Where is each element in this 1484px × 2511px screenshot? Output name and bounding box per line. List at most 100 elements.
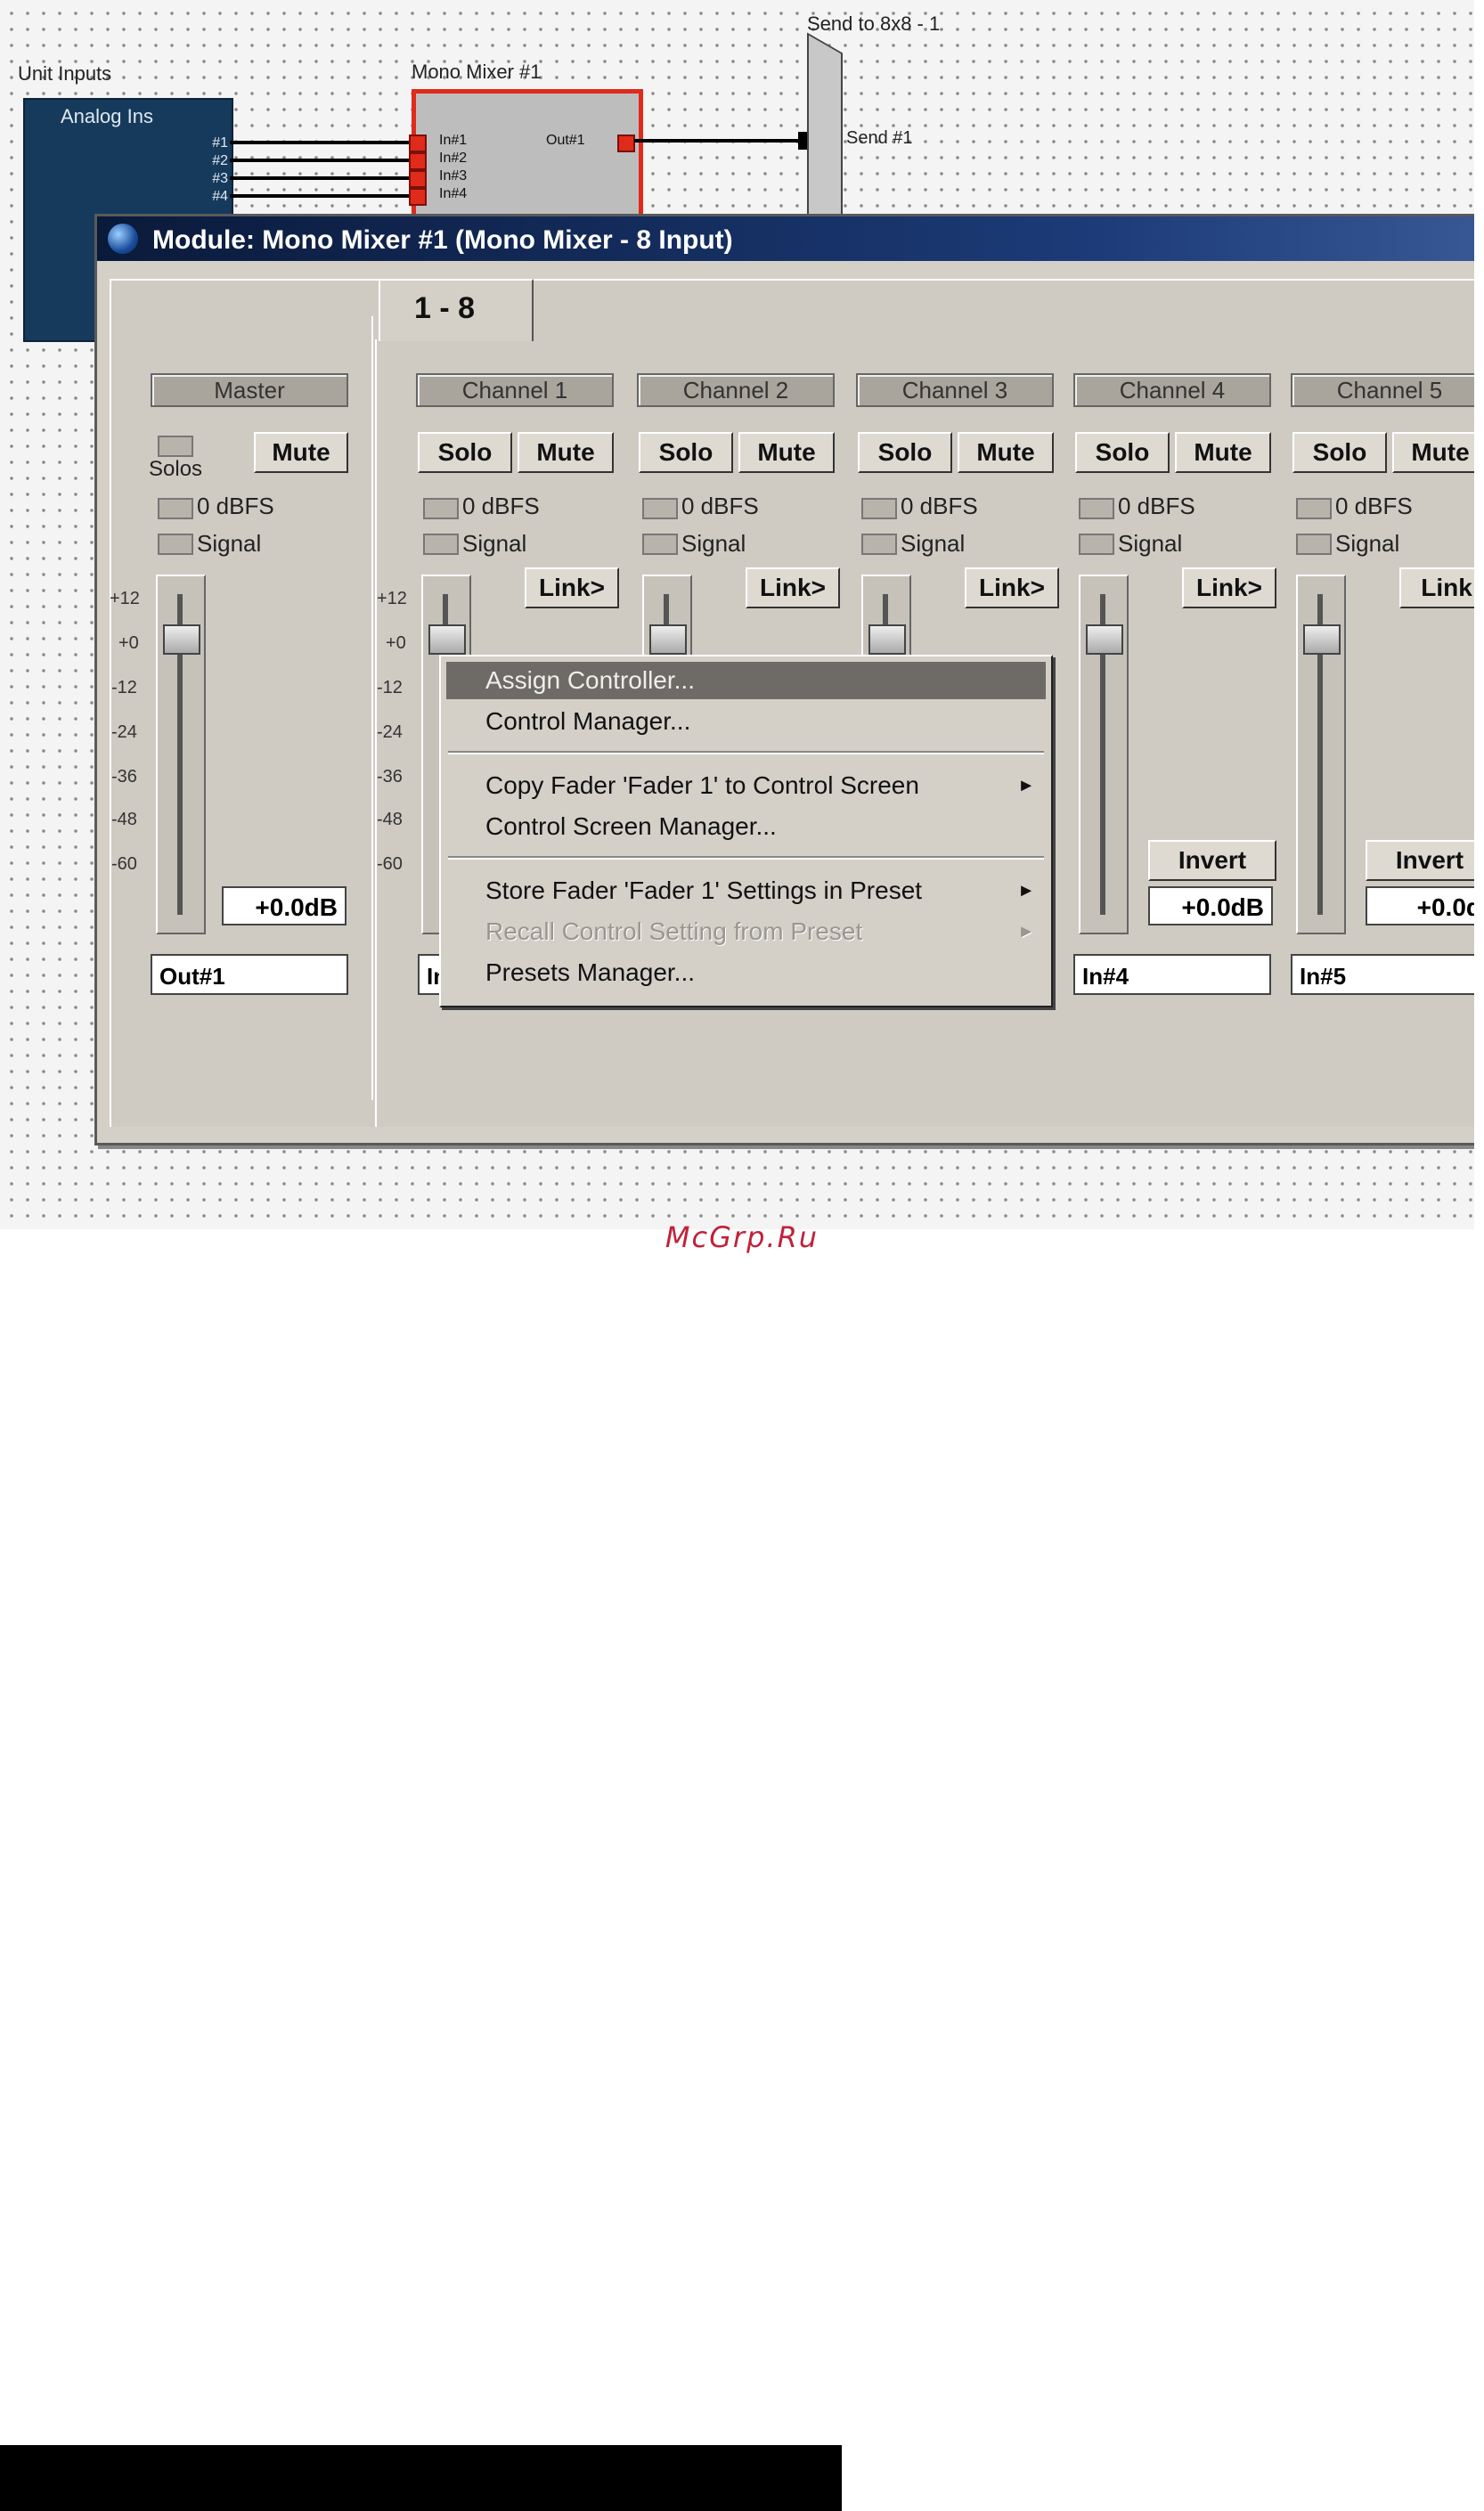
wire: [634, 139, 812, 143]
menu-item-copy-fader[interactable]: Copy Fader 'Fader 1' to Control Screen►: [446, 767, 1046, 804]
input-port[interactable]: [409, 188, 427, 206]
fader-slot: [1317, 594, 1323, 915]
module-window[interactable]: Module: Mono Mixer #1 (Mono Mixer - 8 In…: [94, 214, 1474, 1145]
dbfs-led: [861, 498, 897, 519]
channel-3-solo-button[interactable]: Solo: [858, 432, 952, 473]
signal-label: Signal: [681, 530, 746, 557]
scale-tick: +12: [110, 589, 140, 608]
channel-4-label: Channel 4: [1073, 373, 1271, 407]
menu-item-control-manager[interactable]: Control Manager...: [446, 703, 1046, 740]
signal-label: Signal: [1335, 530, 1400, 557]
channel-5-solo-button[interactable]: Solo: [1292, 432, 1387, 473]
fader-cap[interactable]: [1086, 624, 1123, 655]
channel-5-value[interactable]: +0.0d: [1366, 886, 1474, 925]
context-menu: Assign Controller... Control Manager... …: [439, 655, 1053, 1007]
scale-tick: +0: [118, 633, 139, 653]
mixer-input-label: In#4: [439, 186, 468, 201]
input-port[interactable]: [409, 170, 427, 188]
menu-item-presets-manager[interactable]: Presets Manager...: [446, 954, 1046, 991]
signal-label: Signal: [197, 530, 262, 557]
master-value[interactable]: +0.0dB: [222, 886, 347, 925]
channel-1-mute-button[interactable]: Mute: [518, 432, 614, 473]
send-module-shape[interactable]: [807, 32, 843, 244]
menu-separator: [448, 751, 1044, 754]
menu-item-control-screen-manager[interactable]: Control Screen Manager...: [446, 808, 1046, 845]
master-mute-button[interactable]: Mute: [254, 432, 348, 473]
dbfs-label: 0 dBFS: [901, 493, 978, 519]
channel-1-label: Channel 1: [416, 373, 614, 407]
fader-cap[interactable]: [428, 624, 466, 655]
channel-4-name-field[interactable]: In#4: [1073, 954, 1271, 995]
channel-4-solo-button[interactable]: Solo: [1075, 432, 1170, 473]
channel-4-invert-button[interactable]: Invert: [1148, 840, 1276, 881]
channel-4-mute-button[interactable]: Mute: [1175, 432, 1271, 473]
mixer-input-label: In#3: [439, 168, 468, 183]
signal-led: [642, 534, 678, 555]
dbfs-led: [1079, 498, 1114, 519]
wire: [230, 176, 417, 180]
channel-5-fader[interactable]: [1296, 575, 1346, 934]
channel-4-fader[interactable]: [1079, 575, 1129, 934]
channel-3-link-button[interactable]: Link>: [965, 567, 1059, 608]
menu-item-assign-controller[interactable]: Assign Controller...: [446, 662, 1046, 699]
signal-label: Signal: [462, 530, 527, 557]
fader-cap[interactable]: [163, 624, 200, 655]
channel-5-label: Channel 5: [1291, 373, 1474, 407]
screenshot-area: Unit Inputs Analog Ins #1 #2 #3 #4 Mono …: [0, 0, 1474, 1229]
channel-2-solo-button[interactable]: Solo: [639, 432, 733, 473]
dbfs-label: 0 dBFS: [681, 493, 759, 519]
master-fader[interactable]: [156, 575, 206, 934]
channel-5-name-field[interactable]: In#5: [1291, 954, 1474, 995]
watermark: McGrp.Ru: [665, 1220, 819, 1254]
tab-1-8[interactable]: 1 - 8: [379, 279, 534, 341]
input-port[interactable]: [409, 152, 427, 170]
app-icon: [108, 224, 138, 254]
channel-1-solo-button[interactable]: Solo: [418, 432, 512, 473]
solos-label: Solos: [149, 457, 203, 481]
fader-cap[interactable]: [868, 624, 906, 655]
menu-item-store-fader[interactable]: Store Fader 'Fader 1' Settings in Preset…: [446, 872, 1046, 909]
signal-label: Signal: [901, 530, 966, 557]
wire: [230, 159, 417, 162]
fader-cap[interactable]: [1303, 624, 1341, 655]
scale-tick: -48: [377, 810, 403, 829]
dbfs-label: 0 dBFS: [462, 493, 540, 519]
channel-5-invert-button[interactable]: Invert: [1366, 840, 1474, 881]
channel-2-mute-button[interactable]: Mute: [738, 432, 835, 473]
analog-pin: #4: [212, 189, 228, 204]
menu-item-label: Control Screen Manager...: [485, 812, 777, 840]
channel-4-link-button[interactable]: Link>: [1182, 567, 1276, 608]
mixer-output-label: Out#1: [546, 133, 585, 148]
channel-5-link-button[interactable]: Link: [1399, 567, 1474, 608]
menu-item-label: Presets Manager...: [485, 958, 696, 986]
window-titlebar[interactable]: Module: Mono Mixer #1 (Mono Mixer - 8 In…: [97, 216, 1474, 261]
channel-3-mute-button[interactable]: Mute: [958, 432, 1054, 473]
fader-cap[interactable]: [649, 624, 687, 655]
scale-tick: -48: [111, 810, 137, 829]
scale-tick: -36: [111, 767, 137, 787]
submenu-arrow-icon: ►: [1017, 881, 1035, 901]
master-name-field[interactable]: Out#1: [151, 954, 348, 995]
signal-led: [423, 534, 459, 555]
dbfs-led: [1296, 498, 1332, 519]
channel-2-link-button[interactable]: Link>: [746, 567, 840, 608]
channel-2-label: Channel 2: [637, 373, 835, 407]
scale-tick: -24: [377, 722, 403, 742]
analog-ins-title: Analog Ins: [61, 105, 153, 127]
wire: [230, 194, 417, 198]
input-port[interactable]: [409, 135, 427, 152]
fader-slot: [177, 594, 183, 915]
solos-led: [158, 436, 193, 457]
menu-separator: [448, 856, 1044, 860]
mixer-panel: 1 - 8 Master Solos Mute 0 dBFS Signal +1…: [110, 279, 1474, 1127]
channel-1-link-button[interactable]: Link>: [525, 567, 619, 608]
channel-4-value[interactable]: +0.0dB: [1148, 886, 1273, 925]
send-label: Send to 8x8 - 1: [807, 12, 941, 35]
channel-5-mute-button[interactable]: Mute: [1392, 432, 1474, 473]
menu-item-label: Copy Fader 'Fader 1' to Control Screen: [485, 771, 919, 799]
menu-item-label: Control Manager...: [485, 707, 691, 735]
signal-led: [1296, 534, 1332, 555]
signal-led: [158, 534, 193, 555]
output-port[interactable]: [617, 135, 635, 152]
scale-tick: -12: [111, 678, 137, 697]
